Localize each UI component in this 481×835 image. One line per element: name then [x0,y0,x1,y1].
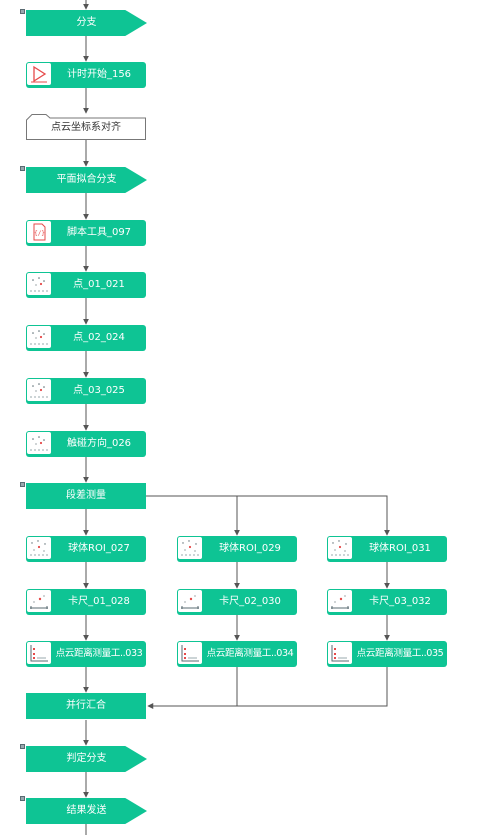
roi-node-1[interactable]: 球体ROI_027 [26,536,146,562]
distance-node-3[interactable]: 点云距离测量工..035 [327,641,447,667]
sphere-roi-icon [328,537,352,559]
point-node-2[interactable]: 点_02_024 [26,325,146,351]
collapse-marker-icon[interactable] [20,9,25,14]
play-triangle-icon [27,63,51,85]
node-label: 结果发送 [66,805,107,816]
node-label: 点云距离测量工..035 [356,648,444,659]
collapse-marker-icon[interactable] [20,482,25,487]
node-label: 点云距离测量工..033 [55,648,143,659]
node-label: 卡尺_02_030 [219,596,281,607]
align-node[interactable]: 点云坐标系对齐 [26,114,146,140]
point-cloud-icon [27,326,51,348]
timer-start-node[interactable]: 计时开始_156 [26,62,146,88]
node-label: 卡尺_03_032 [369,596,431,607]
node-label: 分支 [76,17,97,28]
caliper-icon [178,590,202,612]
collapse-marker-icon[interactable] [20,744,25,749]
node-label: 并行汇合 [66,700,106,711]
connector [146,495,390,536]
script-tool-node[interactable]: {/} 脚本工具_097 [26,220,146,246]
svg-text:{/}: {/} [34,230,45,237]
step-measure-node[interactable]: 段差测量 [26,483,146,509]
sphere-roi-icon [27,537,51,559]
caliper-icon [328,590,352,612]
distance-chart-icon [178,642,202,664]
node-label: 球体ROI_029 [219,543,281,554]
branch-node[interactable]: 分支 [26,10,147,36]
node-label: 判定分支 [66,753,107,764]
distance-node-2[interactable]: 点云距离测量工..034 [177,641,297,667]
collapse-marker-icon[interactable] [20,166,25,171]
roi-node-2[interactable]: 球体ROI_029 [177,536,297,562]
node-label: 计时开始_156 [66,69,132,80]
node-label: 点云距离测量工..034 [206,648,294,659]
point-cloud-icon [27,273,51,295]
caliper-icon [27,590,51,612]
result-send-node[interactable]: 结果发送 [26,798,147,824]
node-label: 球体ROI_027 [68,543,130,554]
node-label: 平面拟合分支 [56,174,117,185]
collapse-marker-icon[interactable] [20,796,25,801]
node-label: 点_01_021 [73,279,125,290]
plane-branch-node[interactable]: 平面拟合分支 [26,167,147,193]
caliper-node-2[interactable]: 卡尺_02_030 [177,589,297,615]
node-label: 点云坐标系对齐 [51,122,121,133]
point-node-1[interactable]: 点_01_021 [26,272,146,298]
distance-chart-icon [27,642,51,664]
point-cloud-icon [27,379,51,401]
point-node-3[interactable]: 点_03_025 [26,378,146,404]
node-label: 触碰方向_026 [66,438,132,449]
node-label: 点_03_025 [73,385,125,396]
sphere-roi-icon [178,537,202,559]
script-document-icon: {/} [27,221,51,243]
point-cloud-icon [27,432,51,454]
distance-chart-icon [328,642,352,664]
node-label: 脚本工具_097 [66,227,132,238]
node-label: 段差测量 [66,490,106,501]
node-label: 球体ROI_031 [369,543,431,554]
roi-node-3[interactable]: 球体ROI_031 [327,536,447,562]
caliper-node-3[interactable]: 卡尺_03_032 [327,589,447,615]
merge-node[interactable]: 并行汇合 [26,693,146,719]
caliper-node-1[interactable]: 卡尺_01_028 [26,589,146,615]
connector [147,667,388,709]
distance-node-1[interactable]: 点云距离测量工..033 [26,641,146,667]
node-label: 点_02_024 [73,332,125,343]
node-label: 卡尺_01_028 [68,596,130,607]
touch-direction-node[interactable]: 触碰方向_026 [26,431,146,457]
judge-branch-node[interactable]: 判定分支 [26,746,147,772]
